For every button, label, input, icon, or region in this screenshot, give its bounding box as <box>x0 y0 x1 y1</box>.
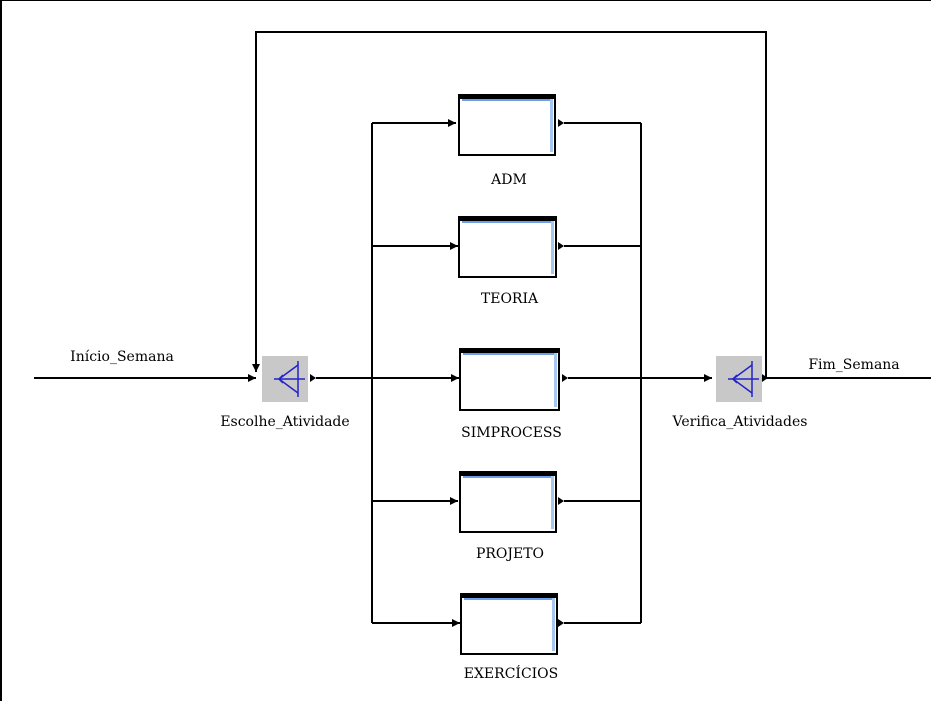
activity-box-side-accent <box>550 98 553 152</box>
activity-box-body <box>460 472 556 532</box>
activity-label-projeto: PROJETO <box>476 546 544 562</box>
output-marker-join <box>762 374 768 382</box>
output-markers <box>310 119 768 627</box>
activity-label-simprocess: SIMPROCESS <box>461 425 562 441</box>
activity-box-adm[interactable] <box>458 94 556 156</box>
activity-box-body <box>460 349 559 410</box>
output-marker-teoria <box>558 242 564 250</box>
activity-label-adm: ADM <box>490 172 527 188</box>
activity-box-side-accent <box>552 597 555 651</box>
activity-box-exercicios[interactable] <box>460 593 558 655</box>
activity-box-top-accent <box>464 597 554 600</box>
start-label: Início_Semana <box>70 349 174 365</box>
activity-box-body <box>459 217 556 277</box>
activity-box-top-accent <box>462 220 553 223</box>
activity-box-body <box>459 95 555 155</box>
activity-box-side-accent <box>551 475 554 529</box>
activity-box-simprocess[interactable] <box>459 348 560 411</box>
activity-box-projeto[interactable] <box>459 471 557 533</box>
activity-label-exercicios: EXERCÍCIOS <box>464 664 559 682</box>
activity-box-top-accent <box>462 98 552 101</box>
output-marker-simprocess <box>562 374 568 382</box>
activity-box-top-accent <box>463 475 553 478</box>
branch-icon <box>274 361 305 397</box>
activity-box-header-bar <box>459 217 556 221</box>
output-marker-adm <box>558 119 564 127</box>
output-marker-exercicios <box>558 619 564 627</box>
activity-box-header-bar <box>461 594 557 598</box>
join-node[interactable] <box>716 356 762 402</box>
output-marker-split <box>310 374 316 382</box>
end-label: Fim_Semana <box>808 357 899 373</box>
output-marker-projeto <box>558 497 564 505</box>
activity-box-body <box>461 594 557 654</box>
activity-box-header-bar <box>460 472 556 476</box>
split-node[interactable] <box>262 356 308 402</box>
join-node-label: Verifica_Atividades <box>672 414 808 430</box>
activity-box-side-accent <box>551 220 554 274</box>
activity-box-header-bar <box>459 95 555 99</box>
activity-list: ADM TEORIA SIMPROCESS PROJETO EXERCÍCIOS <box>458 94 562 682</box>
activity-label-teoria: TEORIA <box>481 291 539 307</box>
activity-box-teoria[interactable] <box>458 216 557 278</box>
activity-box-header-bar <box>460 349 559 353</box>
activity-box-top-accent <box>463 352 556 355</box>
activity-box-side-accent <box>554 352 557 407</box>
loop-back-arrow <box>252 31 767 379</box>
split-node-label: Escolhe_Atividade <box>220 414 349 430</box>
branch-icon <box>728 361 759 397</box>
